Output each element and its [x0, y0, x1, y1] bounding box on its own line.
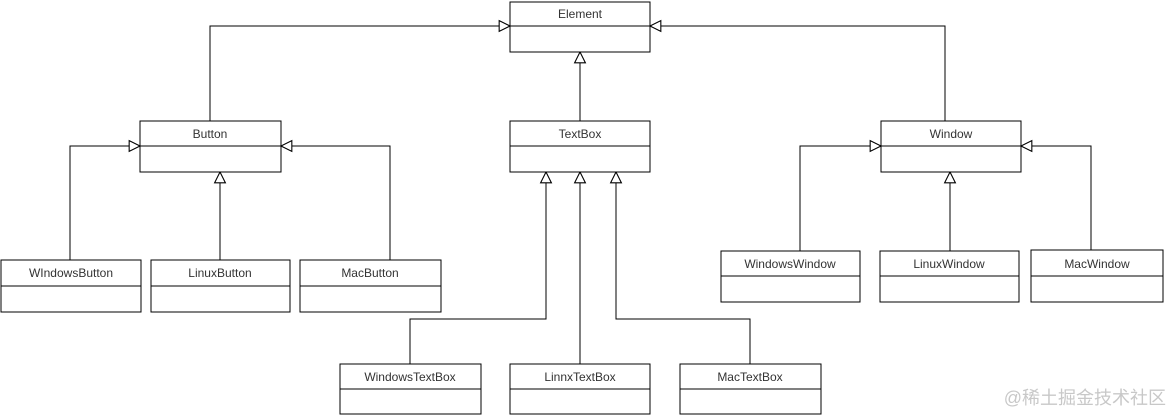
edge-window-to-element [650, 26, 946, 121]
edge-windowstextbox-to-textbox [409, 172, 546, 364]
class-box-windowstextbox-label: WindowsTextBox [364, 370, 455, 384]
class-box-button-label: Button [193, 127, 228, 141]
class-box-textbox-label: TextBox [559, 127, 602, 141]
class-box-linuxbutton: LinuxButton [150, 259, 291, 313]
class-box-textbox: TextBox [509, 120, 651, 173]
class-box-mactextbox: MacTextBox [679, 363, 822, 415]
class-box-window: Window [880, 120, 1022, 173]
class-box-linuxwindow-label: LinuxWindow [913, 257, 985, 271]
class-box-macbutton: MacButton [299, 259, 442, 313]
class-box-windowstextbox: WindowsTextBox [339, 363, 482, 415]
class-box-linnxtextbox-label: LinnxTextBox [544, 370, 615, 384]
class-box-window-label: Window [930, 127, 973, 141]
class-box-linuxbutton-label: LinuxButton [188, 266, 251, 280]
edge-windowsbutton-to-button [69, 146, 140, 260]
class-box-windowsbutton: WIndowsButton [0, 259, 142, 313]
class-box-element-frame [509, 1, 651, 53]
class-box-macwindow-label: MacWindow [1064, 257, 1130, 271]
class-box-element-label: Element [558, 7, 603, 21]
edge-button-to-element [209, 26, 510, 121]
class-box-windowswindow-label: WindowsWindow [744, 257, 836, 271]
class-box-button: Button [139, 120, 282, 173]
class-box-linnxtextbox: LinnxTextBox [509, 363, 651, 415]
class-box-windowsbutton-label: WIndowsButton [29, 266, 113, 280]
watermark-text: @稀土掘金技术社区 [1004, 388, 1166, 408]
edge-windowswindow-to-window [799, 146, 881, 251]
edge-mactextbox-to-textbox [616, 172, 751, 364]
class-box-windowswindow: WindowsWindow [720, 250, 861, 303]
class-box-mactextbox-label: MacTextBox [717, 370, 782, 384]
class-box-macbutton-label: MacButton [341, 266, 398, 280]
edge-macwindow-to-window [1021, 146, 1092, 250]
edge-macbutton-to-button [281, 146, 391, 260]
class-box-linuxwindow: LinuxWindow [879, 250, 1020, 303]
class-box-macwindow: MacWindow [1030, 249, 1164, 303]
class-box-element: Element [509, 1, 651, 53]
